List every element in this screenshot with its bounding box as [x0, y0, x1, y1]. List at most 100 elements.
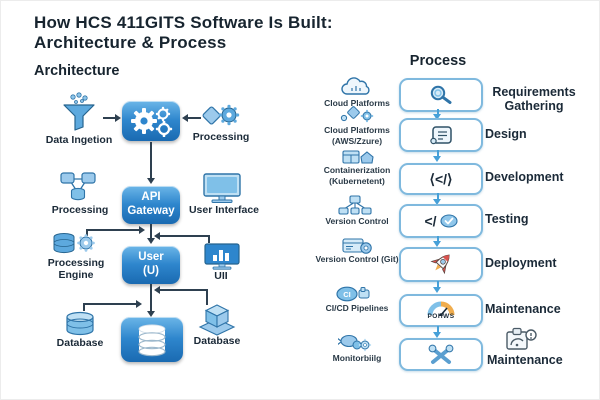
process-step-box: ⟨</⟩	[399, 163, 483, 195]
user-interface-label: User Interface	[188, 204, 260, 216]
process-step-left-label: CI/CD Pipelines	[325, 303, 389, 313]
user-box-label: User (U)	[138, 251, 164, 277]
process-arrowhead-down	[433, 114, 441, 120]
process-step-box: </	[399, 204, 483, 238]
arrowhead-right	[115, 114, 121, 122]
connector-line	[206, 289, 208, 305]
process-step-left-label: Cloud Platforms (AWS/Zzure)	[324, 125, 390, 146]
cloud-services-icon	[340, 106, 374, 123]
user-box: User (U)	[122, 246, 180, 284]
gears-icon	[131, 106, 173, 137]
connector-line	[103, 117, 116, 119]
arrowhead-left	[154, 232, 160, 240]
process-arrow-line	[437, 150, 439, 157]
processing-top-label: Processing	[192, 131, 250, 143]
process-arrow-line	[437, 193, 439, 200]
connector-line	[160, 235, 210, 237]
database-right-label: Database	[193, 335, 241, 347]
process-step-right-label: Development	[485, 170, 564, 184]
arrowhead-right	[139, 226, 145, 234]
connector-line	[150, 284, 152, 312]
tools-icon	[428, 344, 454, 364]
connector-line	[160, 289, 208, 291]
process-step-left-label: Containerization (Kubernetent)	[323, 165, 391, 186]
clipboard-gauge-icon	[506, 327, 537, 350]
cloud-icon	[341, 77, 370, 95]
arrowhead-left	[182, 114, 188, 122]
process-step-box	[399, 118, 483, 152]
process-step-box: POHWS	[399, 294, 483, 327]
process-step-right-label: Design	[485, 127, 527, 141]
title-line2: Architecture & Process	[34, 33, 227, 53]
processing-engine-label: Processing Engine	[47, 257, 105, 282]
database-left-label: Database	[56, 337, 104, 349]
check-badge-icon	[439, 214, 458, 228]
process-arrowhead-down	[433, 199, 441, 205]
process-arrow-line	[437, 109, 439, 115]
uii-label: UII	[214, 270, 228, 282]
database-box	[121, 317, 183, 362]
process-arrowhead-down	[433, 332, 441, 338]
process-step-box	[399, 247, 483, 282]
arrowhead-down	[147, 238, 155, 244]
connector-line	[188, 117, 201, 119]
arrowhead-down	[147, 311, 155, 317]
process-heading: Process	[409, 53, 467, 69]
connector-line	[83, 303, 137, 305]
container-window-icon	[342, 150, 374, 164]
arrowhead-down	[147, 178, 155, 184]
process-step-left-label: Version Control (Git)	[315, 254, 399, 264]
process-step-left-label: Version Control	[325, 216, 389, 226]
scroll-icon	[430, 126, 452, 145]
magnifier-icon	[430, 85, 452, 104]
monitor-icon	[203, 173, 241, 203]
ci-bubble-icon: CI	[336, 286, 370, 302]
process-arrow-line	[437, 236, 439, 242]
funnel-icon	[63, 92, 95, 131]
process-arrow-line	[437, 281, 439, 288]
code-brackets-icon: ⟨</⟩	[429, 171, 453, 187]
process-step-left-label: Cloud Platforms	[324, 98, 390, 108]
process-step-right-label: Maintenance	[487, 353, 563, 367]
process-arrowhead-down	[433, 287, 441, 293]
api-gateway-box: API Gateway	[122, 186, 180, 224]
processing-mid-label: Processing	[51, 204, 109, 216]
gauge-icon	[427, 301, 455, 316]
process-step-box	[399, 78, 483, 112]
monitoring-icon	[338, 334, 372, 352]
repo-window-icon	[342, 238, 372, 254]
process-step-right-label: Deployment	[485, 256, 557, 270]
connector-line	[150, 142, 152, 179]
cylinder-icon	[66, 311, 94, 336]
process-arrowhead-down	[433, 156, 441, 162]
arrowhead-right	[136, 300, 142, 308]
cube-icon	[198, 304, 236, 336]
data-ingestion-label: Data Ingetion	[45, 134, 113, 146]
process-step-left-label: Monitorbiilg	[332, 353, 382, 363]
diamond-gear-icon	[202, 104, 240, 126]
process-arrowhead-down	[433, 241, 441, 247]
gauge-text: POHWS	[427, 312, 455, 320]
page-title: How HCS 411GITS Software Is Built: Archi…	[34, 13, 333, 53]
database-stack-icon	[138, 323, 166, 356]
process-step-right-label: Maintenance	[485, 302, 561, 316]
monitor-chart-icon	[204, 243, 240, 270]
process-arrow-line	[437, 326, 439, 333]
arrowhead-left	[154, 286, 160, 294]
process-step-box	[399, 338, 483, 371]
process-step-right-label: Requirements Gathering	[492, 85, 576, 114]
connector-line	[208, 235, 210, 243]
connector-line	[86, 229, 140, 231]
connector-line	[83, 303, 85, 311]
database-gear-icon	[53, 233, 95, 254]
ci-bubble-text: CI	[343, 290, 351, 299]
title-line1: How HCS 411GITS Software Is Built:	[34, 13, 333, 32]
architecture-heading: Architecture	[34, 63, 120, 79]
api-gateway-label: API Gateway	[127, 191, 175, 217]
process-step-right-label: Testing	[485, 212, 529, 226]
connector-line	[86, 229, 88, 236]
connector-line	[150, 224, 152, 239]
gears-box	[122, 101, 180, 141]
rocket-icon	[430, 254, 450, 275]
